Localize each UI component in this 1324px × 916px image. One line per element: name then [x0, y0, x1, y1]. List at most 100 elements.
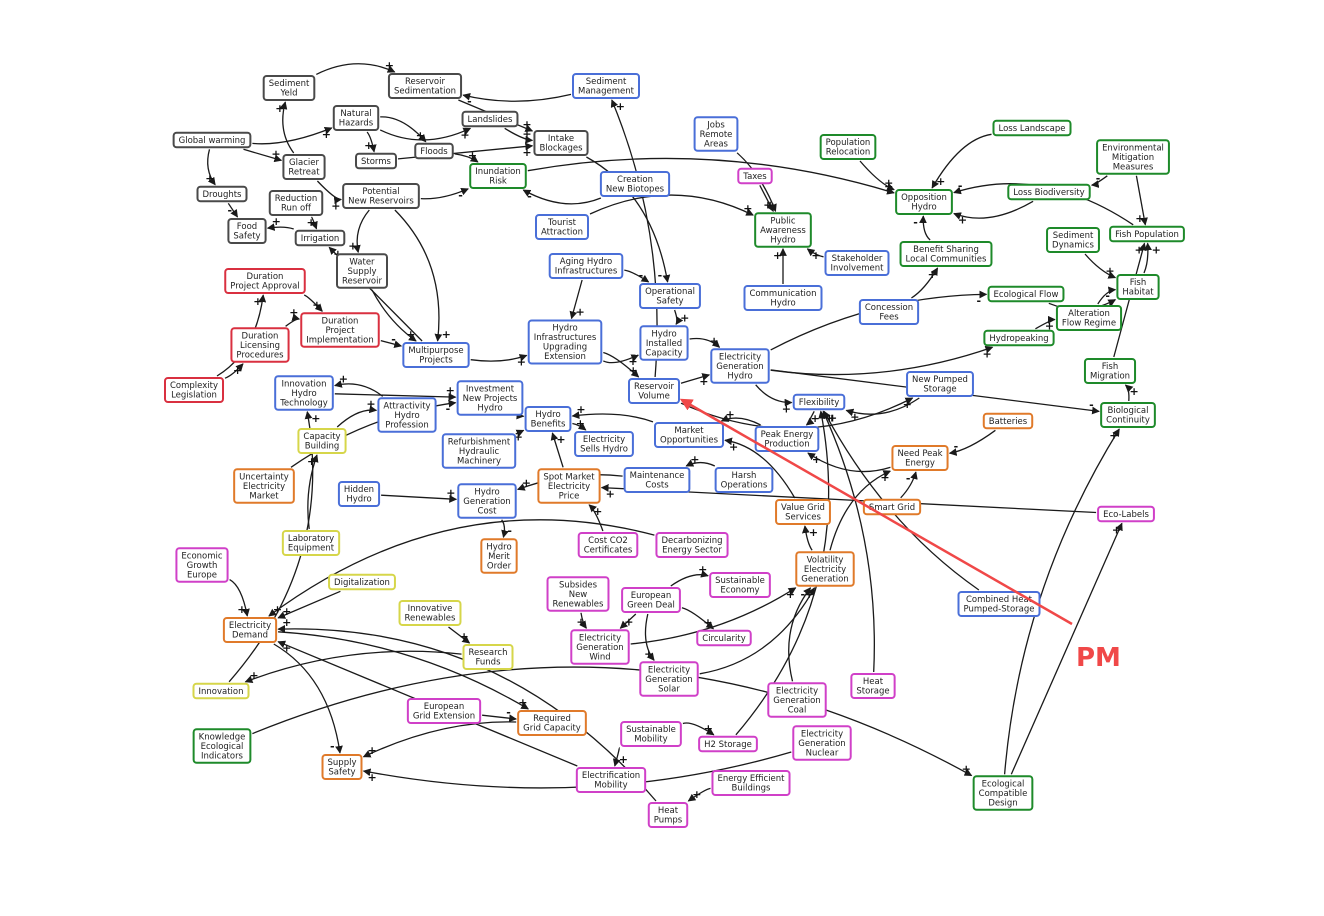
node-box: [262, 75, 316, 101]
node-box: [714, 467, 774, 493]
node-circularity: Circularity: [696, 629, 752, 647]
edge-polarity: -: [958, 180, 963, 193]
edge: [805, 410, 815, 426]
node-box: [469, 163, 527, 189]
node-irrigation: Irrigation: [294, 229, 346, 247]
node-label: Droughts: [203, 190, 243, 200]
edge: [244, 650, 462, 683]
edge: [224, 363, 244, 379]
edge: [515, 429, 525, 437]
edge-polarity: +: [958, 214, 967, 227]
edge-polarity: +: [809, 526, 818, 539]
node-box: [710, 348, 770, 384]
node-ecological-flow: Ecological Flow: [987, 285, 1065, 303]
edge-polarity: +: [446, 384, 455, 397]
edge-polarity: +: [692, 788, 701, 801]
node-label: Fish Population: [1115, 230, 1179, 240]
node-box: [1116, 274, 1160, 300]
edge-polarity: +: [205, 172, 214, 185]
edge-polarity: -: [467, 95, 472, 108]
node-label: Hydropeaking: [989, 334, 1048, 344]
edge: [379, 127, 472, 141]
node-label: Batteries: [989, 417, 1028, 427]
edge: [316, 63, 396, 75]
edge: [268, 519, 655, 617]
edge: [380, 116, 427, 143]
edge: [699, 587, 816, 675]
annotation-layer: PM: [679, 398, 1121, 673]
node-box: [402, 342, 470, 368]
edge: [279, 101, 295, 154]
edge-polarity: +: [811, 412, 820, 425]
node-box: [711, 770, 791, 796]
edge-polarity: +: [368, 771, 377, 784]
edge: [724, 437, 796, 499]
edge: [571, 411, 654, 423]
node-box: [693, 116, 739, 152]
node-box: [983, 329, 1055, 347]
node-box: [441, 433, 517, 469]
edge: [501, 519, 509, 539]
node-taxes: Taxes: [737, 167, 773, 185]
edge: [759, 185, 774, 212]
node-box: [572, 73, 640, 99]
edge-polarity: +: [1135, 243, 1144, 256]
node-box: [775, 499, 831, 525]
node-label: Floods: [420, 147, 448, 157]
edge-polarity: +: [364, 139, 373, 152]
edge: [644, 613, 655, 661]
edge-polarity: +: [522, 146, 531, 159]
edge: [900, 471, 918, 499]
edge: [687, 787, 711, 802]
edge-polarity: +: [518, 696, 527, 709]
edge-polarity: +: [311, 412, 320, 425]
node-label: H2 Storage: [704, 740, 752, 750]
node-fish-population: Fish Population: [1109, 225, 1185, 243]
edge: [420, 187, 469, 200]
edge: [630, 587, 797, 645]
edge-polarity: +: [460, 630, 469, 643]
edge-polarity: +: [348, 239, 357, 252]
edge: [380, 339, 403, 348]
node-label: Innovation: [198, 687, 243, 697]
edge: [588, 504, 604, 532]
node-box: [972, 775, 1034, 811]
node-box: [575, 767, 647, 793]
edge-polarity: +: [468, 149, 477, 162]
node-box: [163, 377, 225, 403]
node-box: [574, 431, 634, 457]
node-box: [743, 285, 823, 311]
node-box: [862, 498, 922, 516]
edge-polarity: +: [249, 669, 258, 682]
node-label: Circularity: [702, 634, 745, 644]
